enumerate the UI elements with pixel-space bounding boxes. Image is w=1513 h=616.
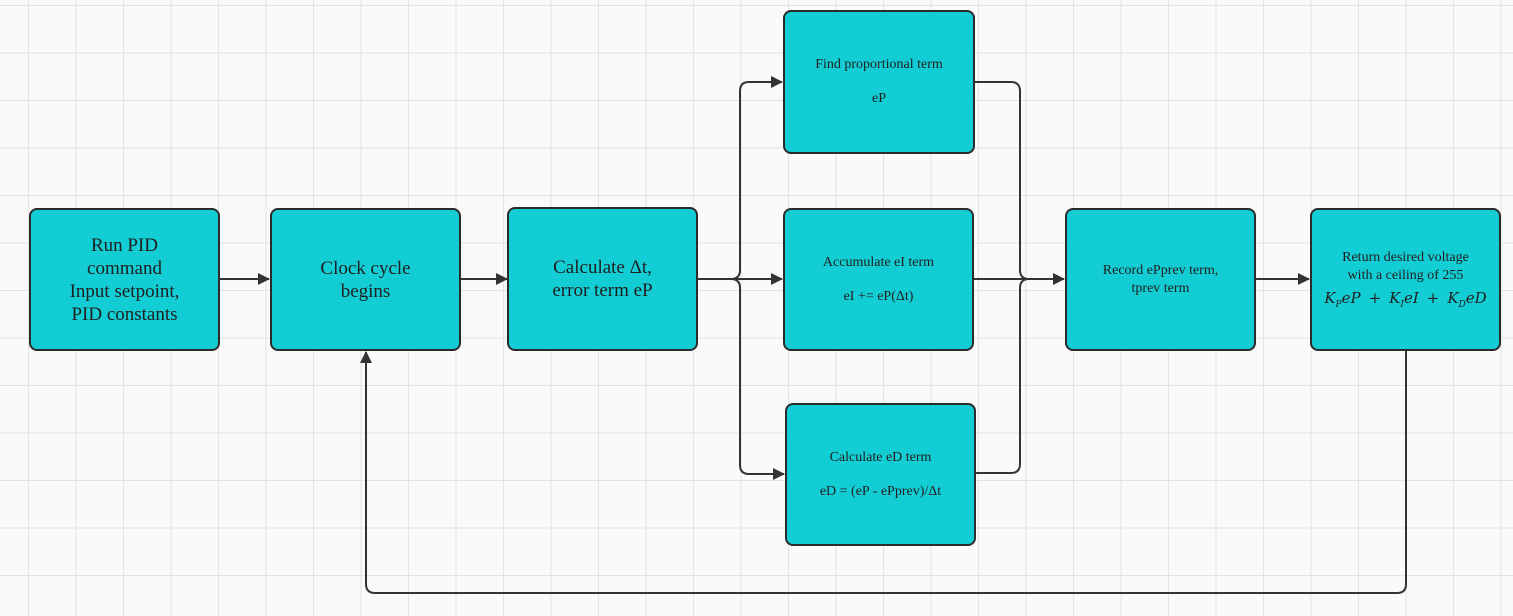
formula-gain: K xyxy=(1324,289,1336,307)
connector-derivative-to-record xyxy=(976,278,1030,474)
node-record-line: Record ePprev term, xyxy=(1102,262,1219,278)
arrow-calculate-to-proportional xyxy=(698,76,783,280)
node-clock-cycle[interactable]: Clock cycle begins xyxy=(270,208,461,351)
arrow-calculate-to-derivative xyxy=(730,278,785,480)
node-derivative-term[interactable]: Calculate eD term eD = (eP - ePprev)/Δt xyxy=(785,403,976,546)
formula-gain-subscript: D xyxy=(1458,300,1466,310)
formula-gain: K xyxy=(1447,289,1459,307)
formula-gain: K xyxy=(1389,289,1401,307)
node-calculate-dt-line: Calculate Δt, xyxy=(553,257,652,278)
node-calculate-dt-line: error term eP xyxy=(552,280,653,301)
node-run-pid-line: PID constants xyxy=(71,303,178,325)
node-derivative-title: Calculate eD term xyxy=(829,449,932,465)
node-return-voltage[interactable]: Return desired voltage with a ceiling of… xyxy=(1310,208,1501,351)
node-run-pid-line: command xyxy=(87,257,162,279)
node-accumulate-term[interactable]: Accumulate eI term eI += eP(Δt) xyxy=(783,208,974,351)
formula-operator: + xyxy=(1426,289,1440,307)
node-run-pid-line: Input setpoint, xyxy=(69,280,180,302)
node-clock-cycle-line: Clock cycle xyxy=(320,257,411,279)
node-accumulate-title: Accumulate eI term xyxy=(822,254,935,270)
node-proportional-term[interactable]: Find proportional term eP xyxy=(783,10,975,154)
node-accumulate-detail: eI += eP(Δt) xyxy=(843,288,914,304)
formula-variable: eI xyxy=(1403,289,1419,307)
node-return-line: with a ceiling of 255 xyxy=(1347,268,1464,283)
formula-variable: eD xyxy=(1465,289,1487,307)
formula-variable: eP xyxy=(1341,289,1361,307)
node-calculate-dt[interactable]: Calculate Δt, error term eP xyxy=(507,207,698,351)
node-clock-cycle-line: begins xyxy=(340,280,391,302)
formula-gain-subscript: P xyxy=(1335,300,1342,310)
arrow-return-loop-to-clock xyxy=(360,351,1407,594)
node-proportional-title: Find proportional term xyxy=(815,57,943,72)
node-run-pid-line: Run PID xyxy=(90,234,159,256)
node-run-pid[interactable]: Run PID command Input setpoint, PID cons… xyxy=(29,208,220,351)
formula-gain-subscript: I xyxy=(1400,300,1404,310)
node-record-line: tprev term xyxy=(1131,280,1190,296)
node-proportional-detail: eP xyxy=(872,91,886,106)
node-record-previous[interactable]: Record ePprev term, tprev term xyxy=(1065,208,1256,351)
arrow-proportional-to-record xyxy=(975,81,1065,285)
formula-operator: + xyxy=(1368,289,1382,307)
node-return-line: Return desired voltage xyxy=(1342,250,1469,265)
node-derivative-detail: eD = (eP - ePprev)/Δt xyxy=(819,483,942,499)
